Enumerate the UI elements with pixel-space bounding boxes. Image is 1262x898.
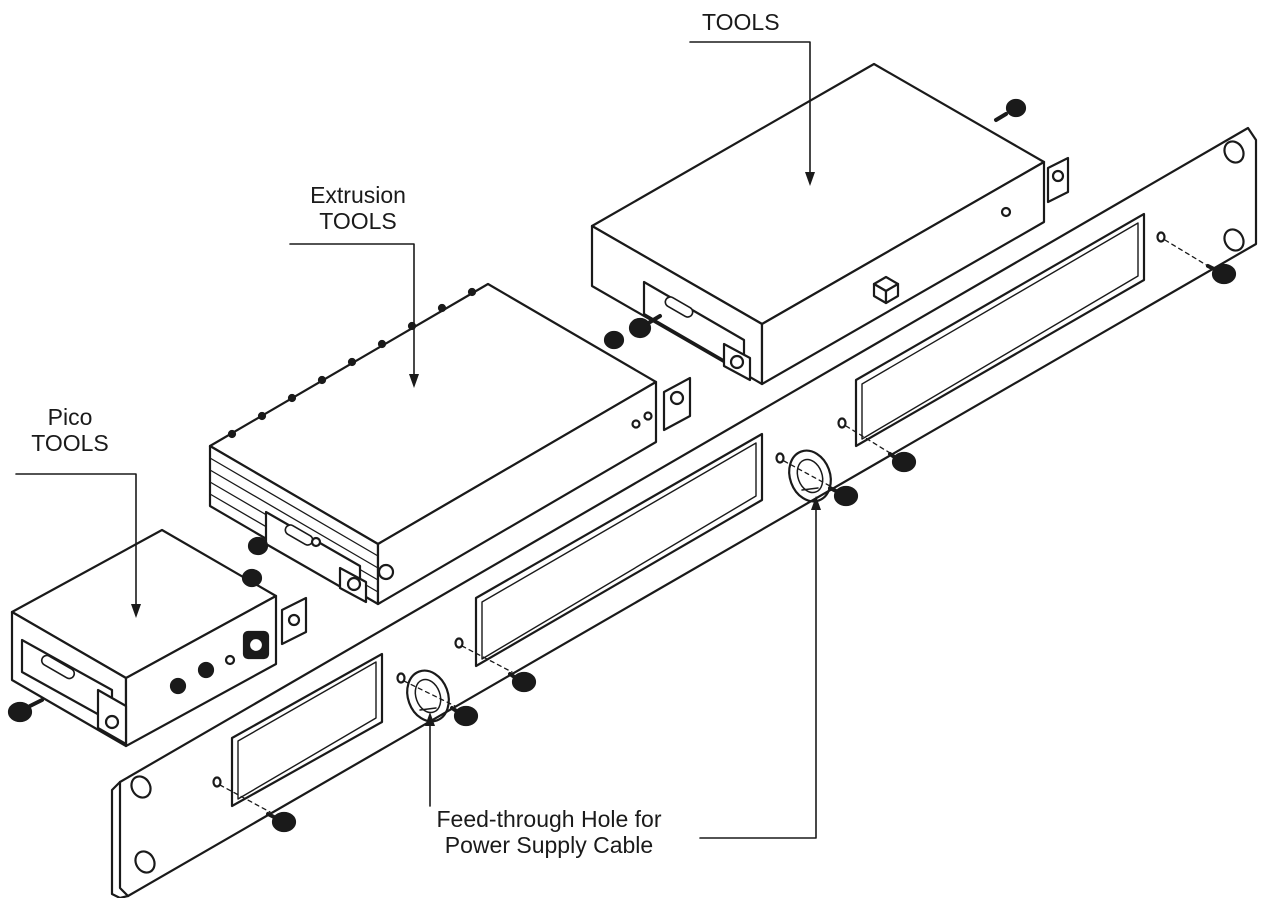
label-pico-line2: TOOLS <box>31 430 109 456</box>
callout-lines <box>15 41 821 839</box>
screw-icon <box>7 698 44 723</box>
rack-ear-hole-left-top <box>130 775 152 799</box>
rack-panel <box>110 126 1258 898</box>
top-tools-unit <box>590 62 1070 386</box>
label-tools-top: TOOLS <box>702 9 780 35</box>
screw-icon <box>1206 263 1237 285</box>
label-extrusion-line1: Extrusion <box>310 182 406 208</box>
screw-icon <box>241 568 263 588</box>
callout-extrusion-tools <box>289 243 415 381</box>
pico-tools-unit <box>7 528 308 748</box>
cutout-right <box>854 212 1146 448</box>
rack-ear-hole-right-bottom <box>1223 228 1245 252</box>
pico-connector-icon <box>197 661 215 679</box>
panel-screws <box>266 263 1237 833</box>
label-feed-line1: Feed-through Hole for <box>436 806 662 832</box>
tools-button-icon <box>872 275 900 305</box>
extrusion-side <box>376 380 658 606</box>
screw-icon <box>450 705 479 727</box>
pilot-hole <box>454 637 464 649</box>
label-pico-tools: Pico TOOLS <box>12 404 128 456</box>
label-pico-line1: Pico <box>47 404 93 430</box>
screw-icon <box>628 314 662 339</box>
pico-connector-icon <box>169 677 187 695</box>
extrusion-tools-unit <box>208 282 692 606</box>
callout-feed-right <box>699 503 817 839</box>
rack-ear-hole-right-top <box>1223 140 1245 164</box>
label-extrusion-line2: TOOLS <box>319 208 397 234</box>
pilot-hole <box>1156 231 1166 243</box>
screw-icon <box>994 98 1027 122</box>
pico-led-icon <box>224 654 236 666</box>
rack-panel-edge <box>110 780 130 898</box>
label-feed-through-hole: Feed-through Hole for Power Supply Cable <box>396 806 702 858</box>
pilot-hole <box>837 417 847 429</box>
callout-pico-tools <box>15 473 137 611</box>
pilot-hole <box>396 672 406 684</box>
pilot-hole <box>212 776 222 788</box>
tools-side <box>760 160 1046 386</box>
screw-icon <box>508 671 537 693</box>
feed-through-grommet-right <box>788 449 832 503</box>
label-extrusion-tools: Extrusion TOOLS <box>290 182 426 234</box>
label-feed-line2: Power Supply Cable <box>444 832 654 858</box>
cutout-middle <box>474 432 764 668</box>
screw-icon <box>247 536 269 556</box>
screw-icon <box>603 330 625 350</box>
screw-icon <box>266 811 297 833</box>
feed-through-grommet-left <box>406 669 450 723</box>
cutout-left <box>230 652 384 808</box>
pilot-hole <box>775 452 785 464</box>
screw-icon <box>888 451 917 473</box>
screw-guide-lines <box>219 239 1209 813</box>
screw-icon <box>828 485 859 507</box>
callout-tools-top <box>689 41 811 179</box>
rack-ear-hole-left-bottom <box>134 850 156 874</box>
